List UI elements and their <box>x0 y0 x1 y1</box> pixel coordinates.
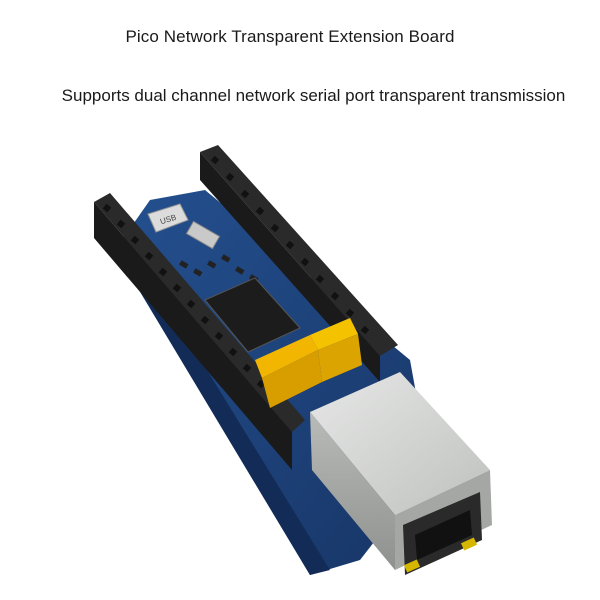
main-ic <box>204 277 301 353</box>
rj45-ethernet-jack <box>310 372 492 575</box>
yellow-connectors <box>255 318 362 408</box>
right-pin-header <box>200 145 398 356</box>
product-subtitle: Supports dual channel network serial por… <box>61 86 566 105</box>
usb-port: USB <box>147 203 189 233</box>
left-pin-header <box>94 193 305 432</box>
product-title: Pico Network Transparent Extension Board <box>125 27 455 46</box>
crystal <box>185 220 221 250</box>
